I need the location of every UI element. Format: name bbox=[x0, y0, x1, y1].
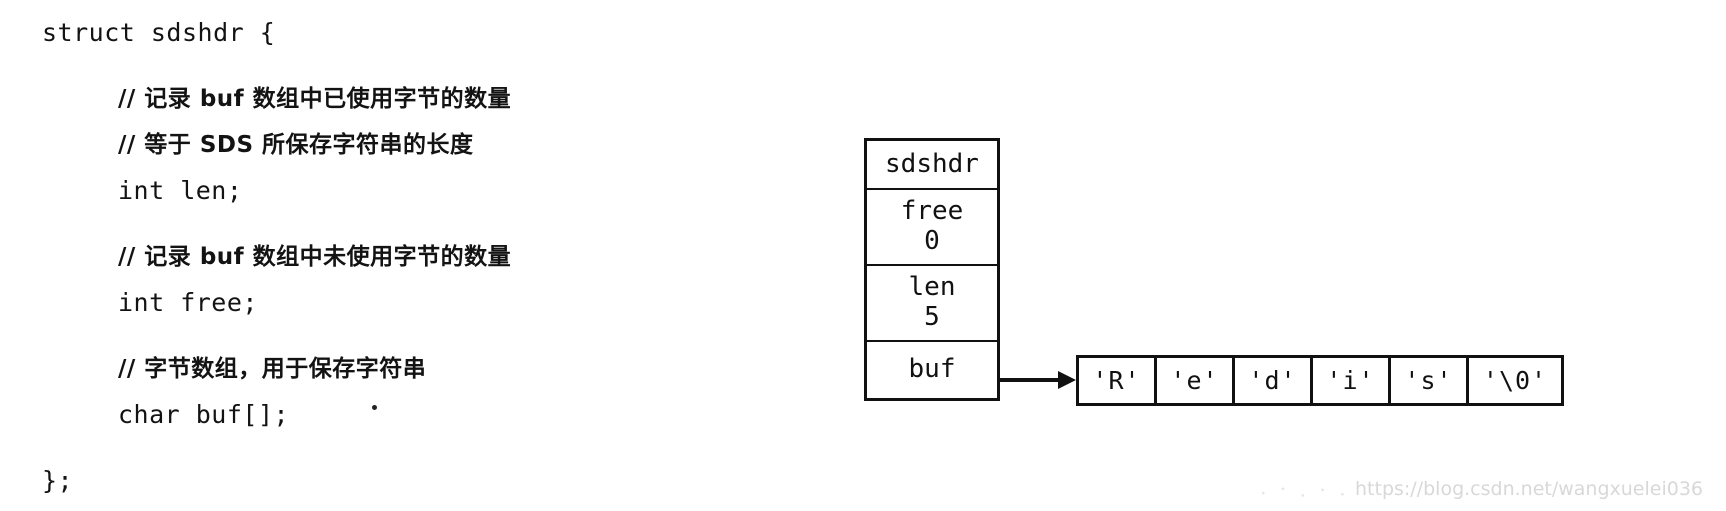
code-comment-line: // 字节数组，用于保存字符串 bbox=[118, 356, 427, 382]
char-array-box: 'R''e''d''i''s' '\0' bbox=[1076, 355, 1564, 406]
code-comment-line: // 等于 SDS 所保存字符串的长度 bbox=[118, 132, 474, 158]
code-comment-line: // 记录 buf 数组中已使用字节的数量 bbox=[118, 86, 512, 112]
code-line: int len; bbox=[118, 176, 243, 205]
watermark-smudge bbox=[1250, 480, 1360, 502]
char-array-cell: '\0' bbox=[1482, 366, 1548, 395]
struct-field-name-buf: buf bbox=[908, 354, 956, 384]
struct-cell-len: len 5 bbox=[867, 266, 997, 342]
char-array-cell: 's' bbox=[1391, 358, 1469, 403]
code-line: char buf[]; bbox=[118, 400, 290, 429]
code-blank-line bbox=[42, 438, 742, 458]
code-blank-line bbox=[42, 326, 742, 346]
char-array-cell: 'R' bbox=[1079, 358, 1157, 403]
code-listing: struct sdshdr { // 记录 buf 数组中已使用字节的数量 // 等… bbox=[42, 10, 742, 504]
sdshdr-struct-box: sdshdr free 0 len 5 buf bbox=[864, 138, 1000, 401]
char-array-cell: 'e' bbox=[1157, 358, 1235, 403]
code-blank-line bbox=[42, 214, 742, 234]
stray-ink-dot bbox=[372, 405, 377, 410]
struct-cell-free: free 0 bbox=[867, 190, 997, 266]
code-blank-line bbox=[42, 56, 742, 76]
code-comment-line: // 记录 buf 数组中未使用字节的数量 bbox=[118, 244, 512, 270]
struct-field-value-len: 5 bbox=[924, 302, 940, 332]
char-array-cell: 'i' bbox=[1313, 358, 1391, 403]
char-array-cell: 'd' bbox=[1235, 358, 1313, 403]
struct-field-name-free: free bbox=[900, 196, 964, 226]
code-line: }; bbox=[42, 466, 74, 495]
struct-cell-buf: buf bbox=[867, 342, 997, 398]
struct-cell-title: sdshdr bbox=[867, 141, 997, 190]
struct-title-label: sdshdr bbox=[885, 149, 979, 179]
struct-field-name-len: len bbox=[908, 272, 956, 302]
watermark-url: https://blog.csdn.net/wangxuelei036 bbox=[1355, 478, 1704, 500]
struct-field-value-free: 0 bbox=[924, 226, 940, 256]
code-line: struct sdshdr { bbox=[42, 18, 276, 47]
pointer-arrow-icon bbox=[1000, 371, 1076, 389]
code-line: int free; bbox=[118, 288, 258, 317]
